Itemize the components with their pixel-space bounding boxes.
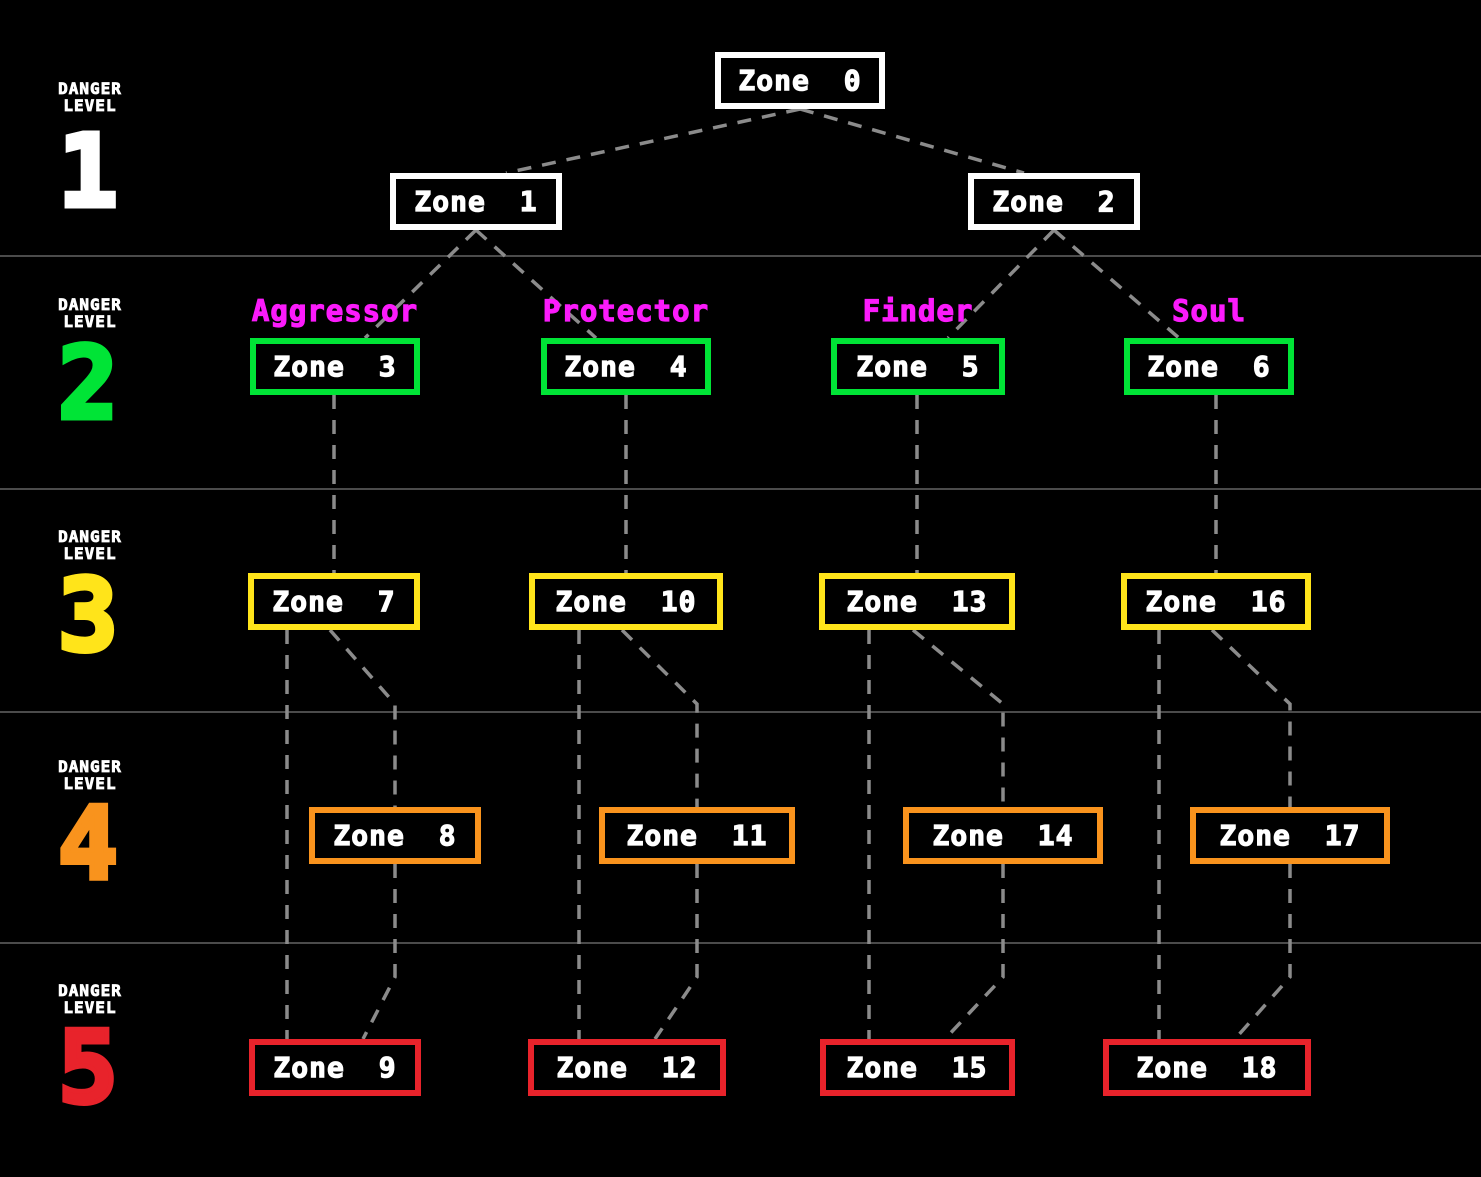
danger-level-4-numeral: 4 (55, 785, 120, 902)
category-label-aggressor: Aggressor (251, 293, 419, 328)
connector-zone-2-to-zone-6 (1052, 228, 1181, 340)
danger-label-line2: LEVEL (63, 998, 117, 1017)
zone-11-box[interactable]: Zone 11 (599, 807, 795, 864)
zone-14-box[interactable]: Zone 14 (903, 807, 1103, 864)
category-label-finder: Finder (862, 293, 974, 328)
zone-16-box[interactable]: Zone 16 (1121, 573, 1311, 630)
zone-label: Zone 7 (272, 584, 396, 618)
zone-7-box[interactable]: Zone 7 (248, 573, 420, 630)
zone-label: Zone 17 (1219, 818, 1361, 852)
zone-label: Zone 3 (273, 349, 397, 383)
zone-0-box[interactable]: Zone 0 (715, 52, 885, 109)
danger-label-line2: LEVEL (63, 96, 117, 115)
zone-label: Zone 11 (626, 818, 768, 852)
zone-label: Zone 2 (992, 184, 1116, 218)
connector-zone-11-to-zone-12 (653, 864, 699, 1040)
connector-zone-2-to-zone-5 (946, 228, 1056, 340)
category-label-protector: Protector (542, 293, 710, 328)
zone-label: Zone 13 (846, 584, 988, 618)
zone-9-box[interactable]: Zone 9 (249, 1039, 421, 1096)
danger-label-line1: DANGER (58, 295, 122, 314)
zone-18-box[interactable]: Zone 18 (1103, 1039, 1311, 1096)
connector-zone-13-to-zone-14 (911, 628, 1005, 807)
zone-label: Zone 1 (414, 184, 538, 218)
zone-17-box[interactable]: Zone 17 (1190, 807, 1390, 864)
zone-2-box[interactable]: Zone 2 (968, 173, 1140, 230)
connector-zone-14-to-zone-15 (943, 864, 1005, 1041)
danger-label-line2: LEVEL (63, 312, 117, 331)
zone-8-box[interactable]: Zone 8 (309, 807, 481, 864)
zone-12-box[interactable]: Zone 12 (528, 1039, 726, 1096)
zone-label: Zone 18 (1136, 1050, 1278, 1084)
category-label-soul: Soul (1171, 293, 1246, 328)
zone-label: Zone 9 (273, 1050, 397, 1084)
connector-zone-0-to-zone-1 (505, 107, 801, 175)
danger-level-1-numeral: 1 (55, 113, 120, 230)
danger-label-line1: DANGER (58, 757, 122, 776)
zone-label: Zone 15 (846, 1050, 988, 1084)
connector-zone-17-to-zone-18 (1233, 864, 1292, 1041)
zone-5-box[interactable]: Zone 5 (831, 338, 1005, 395)
connector-zone-8-to-zone-9 (361, 864, 397, 1040)
zone-label: Zone 8 (333, 818, 457, 852)
zone-label: Zone 4 (564, 349, 688, 383)
level-divider-line (0, 488, 1481, 490)
connector-zone-16-to-zone-17 (1210, 628, 1292, 807)
danger-label-line1: DANGER (58, 981, 122, 1000)
zone-15-box[interactable]: Zone 15 (819, 1039, 1015, 1096)
danger-level-5-numeral: 5 (55, 1009, 120, 1126)
danger-label-line2: LEVEL (63, 544, 117, 563)
level-divider-line (0, 942, 1481, 944)
danger-label-line2: LEVEL (63, 774, 117, 793)
level-divider-line (0, 711, 1481, 713)
zone-3-box[interactable]: Zone 3 (250, 338, 420, 395)
zone-label: Zone 12 (556, 1050, 698, 1084)
zone-label: Zone 6 (1147, 349, 1271, 383)
zone-label: Zone 0 (738, 63, 862, 97)
zone-label: Zone 10 (555, 584, 697, 618)
zone-6-box[interactable]: Zone 6 (1124, 338, 1294, 395)
zone-4-box[interactable]: Zone 4 (541, 338, 711, 395)
danger-label-line1: DANGER (58, 79, 122, 98)
danger-label-line1: DANGER (58, 527, 122, 546)
level-divider-line (0, 255, 1481, 257)
danger-level-3-numeral: 3 (55, 557, 120, 674)
zone-label: Zone 5 (856, 349, 980, 383)
connector-zone-1-to-zone-3 (363, 228, 478, 340)
zone-1-box[interactable]: Zone 1 (390, 173, 562, 230)
connector-zone-7-to-zone-8 (328, 628, 397, 807)
danger-level-2-numeral: 2 (55, 325, 120, 442)
zone-13-box[interactable]: Zone 13 (819, 573, 1015, 630)
zone-10-box[interactable]: Zone 10 (529, 573, 723, 630)
zone-label: Zone 16 (1145, 584, 1287, 618)
connector-zone-10-to-zone-11 (620, 628, 699, 807)
connector-zone-1-to-zone-4 (474, 228, 598, 340)
connector-zone-0-to-zone-2 (799, 107, 1025, 175)
zone-label: Zone 14 (932, 818, 1074, 852)
